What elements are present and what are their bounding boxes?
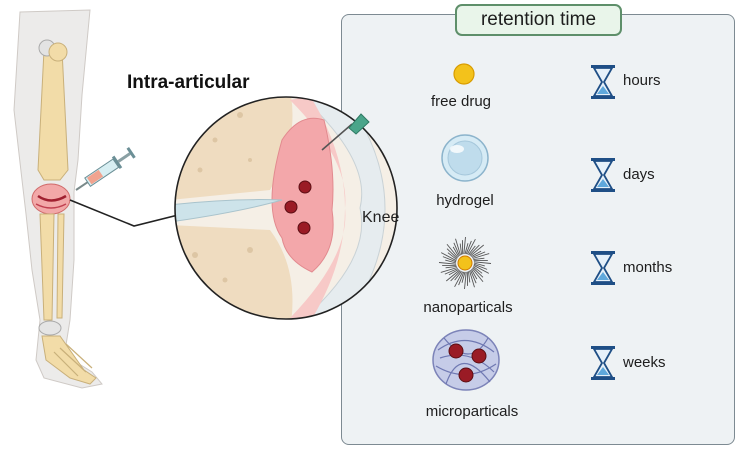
- hourglass-icon: [591, 65, 615, 99]
- knee-label: Knee: [362, 209, 400, 226]
- hydrogel-icon: [441, 134, 489, 182]
- formulation-label: free drug: [430, 93, 492, 110]
- hourglass-icon: [591, 346, 615, 380]
- magnify-circle-border: [174, 96, 398, 320]
- hourglass-icon: [591, 251, 615, 285]
- formulation-label: microparticals: [425, 403, 519, 420]
- retention-time-label: weeks: [623, 354, 666, 371]
- needle-icon: [321, 113, 370, 151]
- hourglass-icon: [591, 158, 615, 192]
- knee-joint-magnified: [175, 97, 397, 319]
- microparticle-icon: [432, 329, 500, 391]
- retention-time-label: months: [623, 259, 673, 276]
- free-drug-icon: [453, 63, 475, 85]
- nanoparticle-icon: [438, 236, 492, 290]
- syringe-icon: [75, 147, 136, 191]
- retention-time-label: days: [623, 166, 655, 183]
- formulation-label: nanoparticals: [423, 299, 513, 316]
- formulation-label: hydrogel: [436, 192, 494, 209]
- panel-title: retention time: [455, 4, 622, 36]
- intra-articular-label: Intra-articular: [127, 72, 250, 93]
- leg-illustration: [13, 9, 103, 389]
- retention-time-label: hours: [623, 72, 661, 89]
